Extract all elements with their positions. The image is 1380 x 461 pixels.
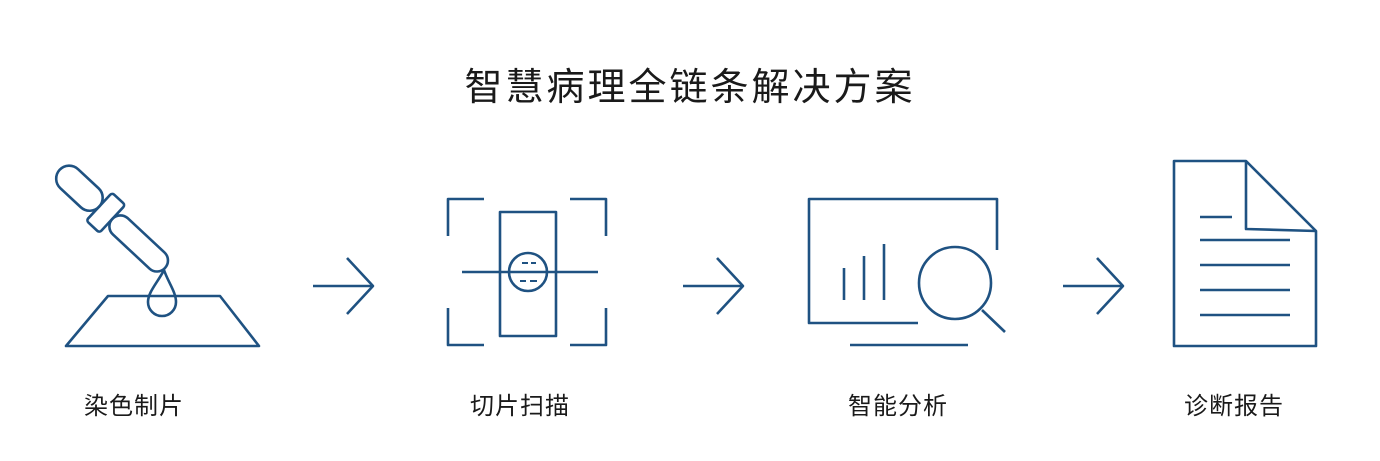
step-label-scanning: 切片扫描 xyxy=(470,392,570,420)
arrow-right-icon xyxy=(1063,257,1125,315)
step-label-report: 诊断报告 xyxy=(1184,392,1284,420)
arrow-right-icon xyxy=(313,257,375,315)
arrow-right-icon xyxy=(683,257,745,315)
report-document-icon xyxy=(1172,159,1318,348)
page-title: 智慧病理全链条解决方案 xyxy=(464,65,916,109)
dropper-slide-icon xyxy=(54,164,261,348)
step-label-staining: 染色制片 xyxy=(84,392,184,420)
step-label-analysis: 智能分析 xyxy=(848,392,948,420)
monitor-analysis-icon xyxy=(807,197,1006,347)
slide-scan-icon xyxy=(446,197,608,347)
